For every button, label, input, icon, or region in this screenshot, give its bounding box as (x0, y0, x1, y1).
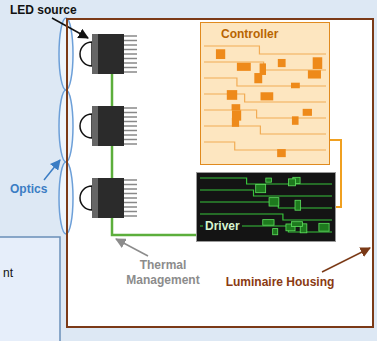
node-label: Luminaire Housing (218, 275, 342, 290)
led-sources (80, 34, 137, 218)
leader-arrow (52, 18, 88, 38)
housing-ground (66, 18, 374, 328)
part-label: Thermal Management (120, 258, 206, 288)
part-label: LED source (10, 3, 77, 18)
luminaire-housing: Luminaire Housing ControllerDriver (66, 18, 374, 328)
leader-arrow (322, 248, 370, 272)
driver-components (200, 177, 332, 234)
driver-board: Driver (196, 172, 336, 242)
node-label: Controller (219, 27, 280, 42)
part-label: Optics (10, 182, 47, 197)
driver-pcb (196, 172, 336, 242)
controller-board: Controller (200, 22, 330, 165)
controller-pcb (200, 22, 330, 165)
side-panel (0, 237, 60, 341)
node-label: Driver (203, 219, 242, 234)
note-text: nt (3, 266, 13, 281)
controller-components (204, 46, 326, 157)
thermal-path (112, 72, 196, 235)
leader-arrow (44, 160, 60, 180)
leader-arrow (116, 239, 148, 256)
